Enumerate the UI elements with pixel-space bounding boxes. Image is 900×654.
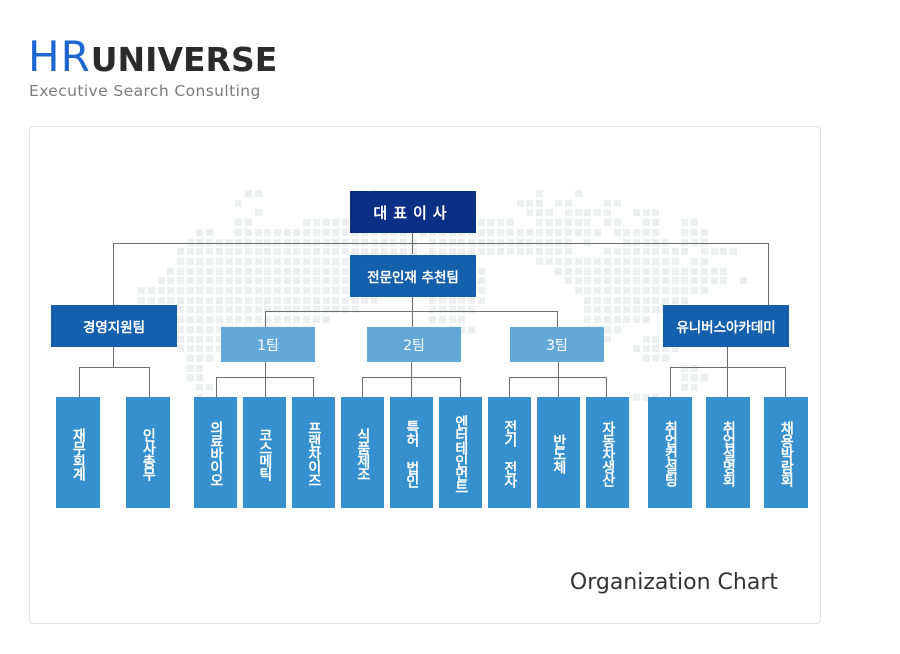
logo-universe: UNIVERSE [90, 40, 278, 79]
connector [313, 377, 314, 397]
node-management-support[interactable]: 경영지원팀 [51, 305, 177, 347]
node-unit-semiconductor[interactable]: 반도체 [537, 397, 580, 508]
node-team-3[interactable]: 3팀 [510, 327, 604, 362]
node-unit-finance-accounting[interactable]: 재무회계 [56, 397, 100, 508]
logo-wordmark: HRUNIVERSE [28, 36, 277, 78]
connector [727, 367, 728, 397]
node-ceo[interactable]: 대표이사 [350, 191, 476, 233]
connector [216, 377, 217, 397]
connector [785, 367, 786, 397]
connector [411, 377, 412, 397]
connector [113, 243, 769, 244]
connector [265, 311, 557, 312]
node-core-recruiting-team[interactable]: 전문인재 추천팀 [350, 255, 476, 297]
connector [558, 361, 559, 377]
connector [509, 377, 510, 397]
connector [460, 377, 461, 397]
node-unit-electronics[interactable]: 전기 전자 [488, 397, 531, 508]
connector [265, 361, 266, 377]
connector [362, 377, 363, 397]
node-unit-recruitment-expo[interactable]: 채용박람회 [764, 397, 808, 508]
node-team-2[interactable]: 2팀 [367, 327, 461, 362]
connector [113, 346, 114, 367]
connector [768, 243, 769, 306]
connector [412, 297, 413, 311]
connector [79, 367, 80, 397]
node-unit-entertainment[interactable]: 엔터테인먼트 [439, 397, 482, 508]
connector [79, 367, 150, 368]
chart-caption: Organization Chart [569, 570, 778, 595]
node-unit-hr-general-affairs[interactable]: 인사총무 [126, 397, 170, 508]
logo-hr: HR [28, 32, 91, 81]
connector [558, 377, 559, 397]
connector [670, 367, 786, 368]
node-unit-franchise[interactable]: 프랜차이즈 [292, 397, 335, 508]
connector [412, 311, 413, 327]
node-unit-cosmetics[interactable]: 코스메틱 [243, 397, 286, 508]
logo-tagline: Executive Search Consulting [29, 82, 261, 100]
connector [557, 311, 558, 327]
connector [606, 377, 607, 397]
connector [265, 311, 266, 327]
node-team-1[interactable]: 1팀 [221, 327, 315, 362]
node-unit-patent-law[interactable]: 특허 법인 [390, 397, 433, 508]
connector [411, 361, 412, 377]
node-unit-career-consulting[interactable]: 취업컨설팅 [648, 397, 692, 508]
connector [670, 367, 671, 397]
node-universe-academy[interactable]: 유니버스아카데미 [663, 305, 789, 347]
connector [113, 243, 114, 306]
connector [265, 377, 266, 397]
node-unit-job-fair-briefing[interactable]: 취업설명회 [706, 397, 750, 508]
connector [727, 346, 728, 367]
node-unit-automotive[interactable]: 자동차생산 [586, 397, 629, 508]
node-unit-medical-bio[interactable]: 의료바이오 [194, 397, 237, 508]
node-unit-food-manufacturing[interactable]: 식품제조 [341, 397, 384, 508]
connector [149, 367, 150, 397]
